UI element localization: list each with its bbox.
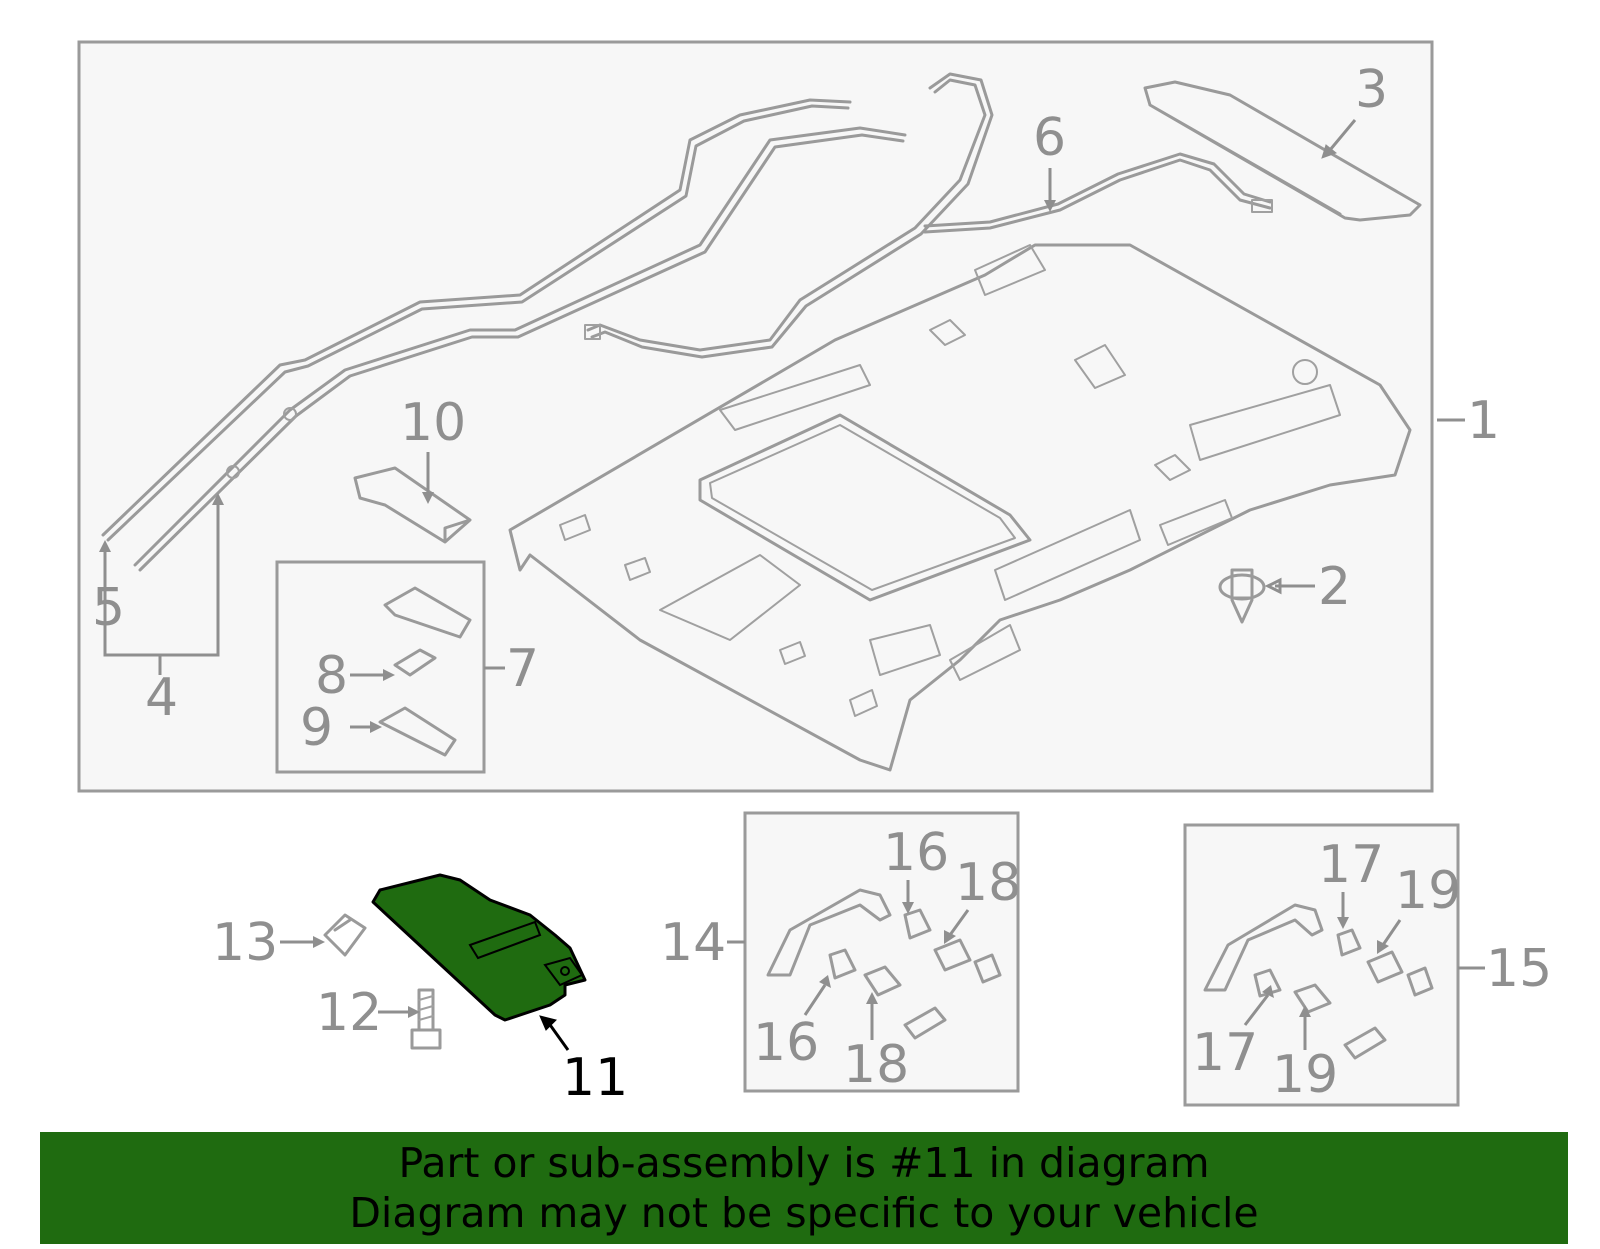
banner-line-1: Part or sub-assembly is #11 in diagram — [398, 1139, 1210, 1187]
callout-12: 12 — [316, 983, 382, 1043]
callout-8: 8 — [315, 646, 348, 706]
banner-line-2: Diagram may not be specific to your vehi… — [349, 1189, 1259, 1237]
callout-10: 10 — [400, 393, 466, 453]
part-3-trim-strip — [1143, 80, 1422, 222]
callout-16b: 16 — [753, 1013, 819, 1073]
part-2-clip — [1218, 568, 1266, 624]
callout-13: 13 — [212, 913, 278, 973]
part-18-cover-a — [933, 938, 972, 972]
part-19-cover-b — [1293, 983, 1332, 1014]
callout-4: 4 — [145, 668, 178, 728]
part-15-grab-handle — [1203, 903, 1324, 992]
callout-18a: 18 — [955, 853, 1021, 913]
part-7-lamp-housing — [383, 586, 472, 639]
callout-3: 3 — [1355, 60, 1388, 120]
part-10-lamp — [353, 466, 472, 544]
callout-19b: 19 — [1272, 1045, 1338, 1105]
part-16-clip-a — [903, 908, 932, 940]
part-14-grab-handle — [766, 888, 892, 977]
sub-panel-15 — [1183, 823, 1460, 1107]
part-19-cover-a — [1366, 950, 1404, 984]
callout-16a: 16 — [883, 823, 949, 883]
part-14-bracket-b — [903, 1006, 947, 1040]
part-18-cover-b — [863, 965, 902, 997]
part-17-clip-b — [1253, 968, 1282, 998]
notice-banner: Part or sub-assembly is #11 in diagram D… — [40, 1132, 1568, 1244]
part-15-bracket-b — [1343, 1026, 1387, 1060]
callout-11: 11 — [562, 1048, 628, 1108]
callout-18b: 18 — [843, 1035, 909, 1095]
part-17-clip-a — [1336, 928, 1362, 957]
wire-harness-6 — [584, 72, 1273, 359]
callout-19a: 19 — [1395, 861, 1461, 921]
callout-17a: 17 — [1318, 835, 1384, 895]
callout-15: 15 — [1486, 939, 1552, 999]
sub-panel-14 — [743, 811, 1020, 1093]
part-15-bracket-a — [1406, 966, 1434, 997]
callout-1: 1 — [1467, 391, 1500, 451]
callout-17b: 17 — [1192, 1023, 1258, 1083]
part-9-lens — [378, 706, 457, 757]
part-14-bracket-a — [973, 953, 1002, 984]
callout-5: 5 — [92, 578, 125, 638]
callout-7: 7 — [506, 639, 539, 699]
leader-lines — [99, 119, 1485, 1051]
part-13-clip — [323, 913, 367, 957]
wire-harness-4-5 — [101, 98, 907, 572]
part-8-bulb — [393, 648, 437, 677]
part-12-bolt — [410, 988, 442, 1050]
part-16-clip-b — [828, 948, 857, 980]
callout-2: 2 — [1318, 557, 1351, 617]
callout-9: 9 — [300, 698, 333, 758]
callout-6: 6 — [1033, 108, 1066, 168]
part-11-sun-visor — [371, 873, 587, 1022]
part-1-headliner — [508, 243, 1412, 772]
callout-14: 14 — [660, 913, 726, 973]
